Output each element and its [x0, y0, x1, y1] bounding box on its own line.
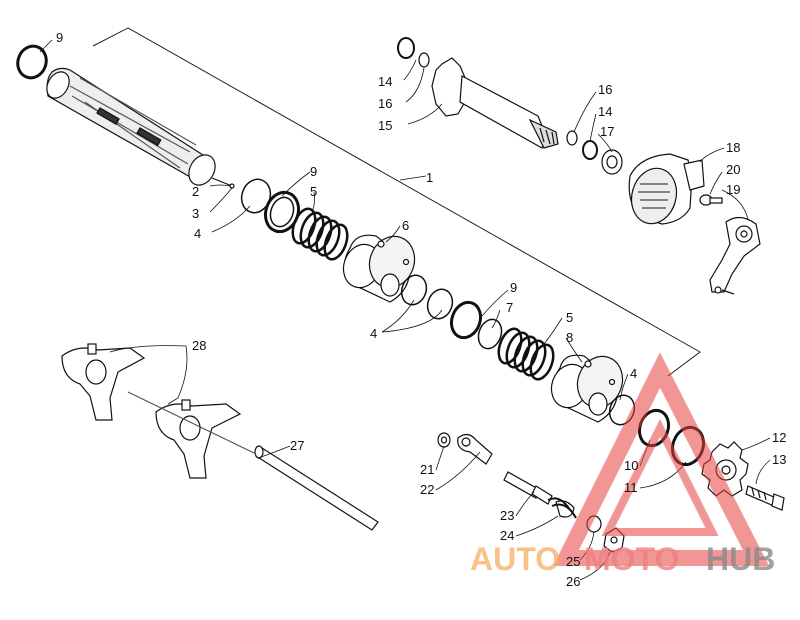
callout-label: 14 [378, 74, 392, 89]
part-housing-18 [628, 153, 705, 225]
part-group-lower-spring [400, 274, 555, 381]
watermark-text: AUTO MOTO HUB [470, 541, 775, 577]
watermark-text-moto: MOTO [584, 541, 679, 577]
callout-label: 26 [566, 574, 580, 589]
callout-label: 4 [194, 226, 201, 241]
watermark-text-hub: HUB [706, 541, 775, 577]
callout-label: 5 [310, 184, 317, 199]
part-cam-8 [550, 354, 624, 423]
watermark-logo [553, 352, 770, 566]
callout-label: 11 [624, 480, 638, 495]
callout-label: 18 [726, 140, 740, 155]
callout-label: 28 [192, 338, 206, 353]
part-shift-forks-28 [61, 343, 242, 479]
callout-label: 17 [600, 124, 614, 139]
callout-label: 23 [500, 508, 514, 523]
callout-label: 8 [566, 330, 573, 345]
callout-label: 9 [56, 30, 63, 45]
part-screw-20 [699, 194, 723, 206]
callout-label: 4 [630, 366, 637, 381]
callout-label: 3 [192, 206, 199, 221]
callout-label: 19 [726, 182, 740, 197]
part-group-16-14-17 [566, 130, 623, 175]
callout-label: 2 [192, 184, 199, 199]
part-group-upper-spring [240, 178, 349, 261]
part-shift-drum [46, 67, 235, 189]
callout-label: 22 [420, 482, 434, 497]
callout-label: 6 [402, 218, 409, 233]
callout-label: 25 [566, 554, 580, 569]
leader-lines [39, 39, 771, 581]
callout-label: 5 [566, 310, 573, 325]
callout-label: 10 [624, 458, 638, 473]
callout-label: 20 [726, 162, 740, 177]
callout-label: 7 [506, 300, 513, 315]
part-bolt-13 [745, 485, 785, 511]
callout-labels: 9 2 3 4 9 5 1 6 14 16 15 16 14 17 18 20 … [56, 30, 786, 589]
callout-label: 12 [772, 430, 786, 445]
watermark-text-auto: AUTO [470, 541, 560, 577]
assembly-outline [92, 27, 701, 377]
callout-label: 15 [378, 118, 392, 133]
callout-label: 27 [290, 438, 304, 453]
callout-label: 1 [426, 170, 433, 185]
part-cam-6 [342, 234, 416, 303]
callout-label: 16 [598, 82, 612, 97]
callout-label: 14 [598, 104, 612, 119]
part-lever-19 [709, 216, 761, 295]
callout-label: 21 [420, 462, 434, 477]
part-shaft-15 [397, 37, 559, 149]
part-ring-9 [16, 44, 48, 80]
callout-label: 16 [378, 96, 392, 111]
callout-label: 24 [500, 528, 514, 543]
callout-label: 9 [510, 280, 517, 295]
part-shaft-27 [127, 391, 379, 531]
callout-label: 13 [772, 452, 786, 467]
callout-label: 9 [310, 164, 317, 179]
callout-label: 4 [370, 326, 377, 341]
